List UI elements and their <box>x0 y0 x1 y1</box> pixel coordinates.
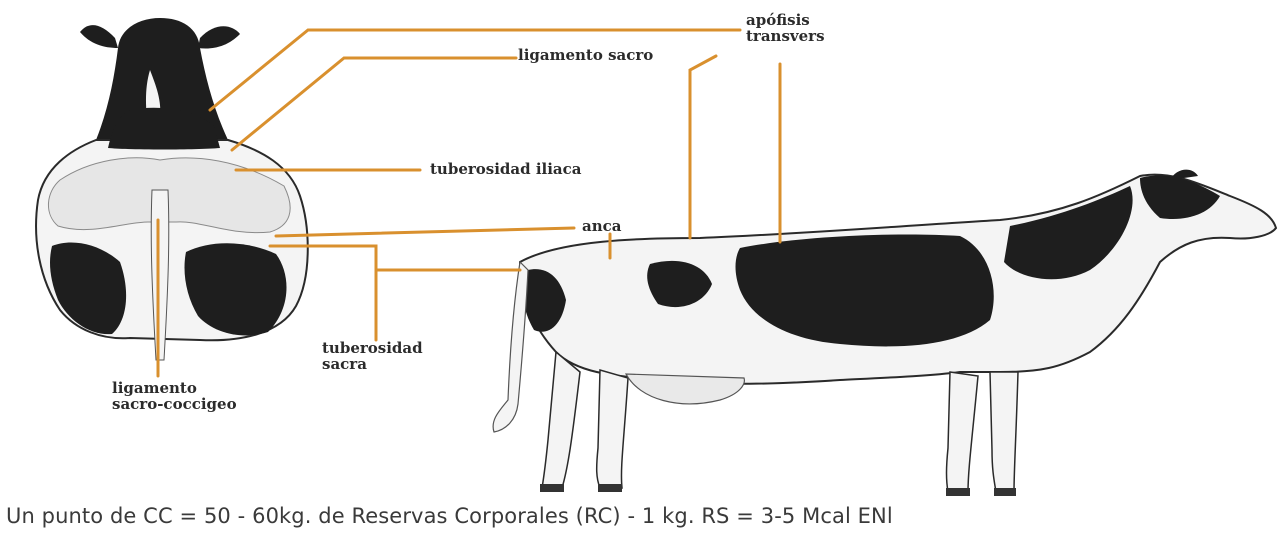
cow-rear-view <box>36 18 308 360</box>
label-ligamento-sacro-coccigeo: ligamento sacro-coccigeo <box>112 380 237 412</box>
label-ligamento-sacro: ligamento sacro <box>518 47 653 63</box>
label-tuberosidad-iliaca: tuberosidad iliaca <box>430 161 582 177</box>
line-ligamento-sacro-rear <box>232 58 516 150</box>
side-hind-leg-1 <box>542 352 580 488</box>
label-tuberosidad-sacra-line2: sacra <box>322 356 423 372</box>
side-hind-leg-2 <box>597 370 628 488</box>
label-tuberosidad-sacra-line1: tuberosidad <box>322 340 423 356</box>
line-ligamento-sacro-side <box>690 56 716 238</box>
side-fore-leg-2 <box>990 372 1018 492</box>
label-apofisis: apófisis transvers <box>746 12 825 44</box>
label-anca: anca <box>582 218 621 234</box>
side-hoof-1 <box>540 484 564 492</box>
rear-right-ear <box>198 26 240 48</box>
side-fore-leg-1 <box>947 372 979 492</box>
side-hoof-3 <box>946 488 970 496</box>
side-eye <box>1197 201 1203 207</box>
footer-caption: Un punto de CC = 50 - 60kg. de Reservas … <box>6 504 893 528</box>
label-apofisis-line2: transvers <box>746 28 825 44</box>
label-apofisis-line1: apófisis <box>746 12 825 28</box>
label-ligamento-sc-line2: sacro-coccigeo <box>112 396 237 412</box>
line-anca-rear <box>276 228 574 236</box>
side-tail <box>493 262 528 432</box>
side-udder <box>626 374 744 404</box>
side-hoof-2 <box>598 484 622 492</box>
label-tuberosidad-sacra: tuberosidad sacra <box>322 340 423 372</box>
line-apofisis-rear <box>210 30 740 110</box>
side-hoof-4 <box>994 488 1016 496</box>
rear-left-ear <box>80 25 118 48</box>
label-ligamento-sc-line1: ligamento <box>112 380 237 396</box>
